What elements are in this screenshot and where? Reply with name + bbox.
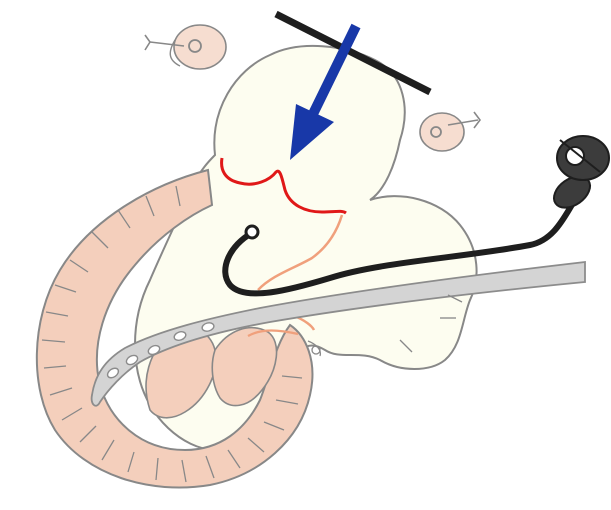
scope-ring [246, 226, 258, 238]
rotation-arrow-icon [145, 25, 226, 69]
camera-tip-icon [548, 136, 609, 214]
rotation-arrow-icon-2 [420, 112, 480, 151]
